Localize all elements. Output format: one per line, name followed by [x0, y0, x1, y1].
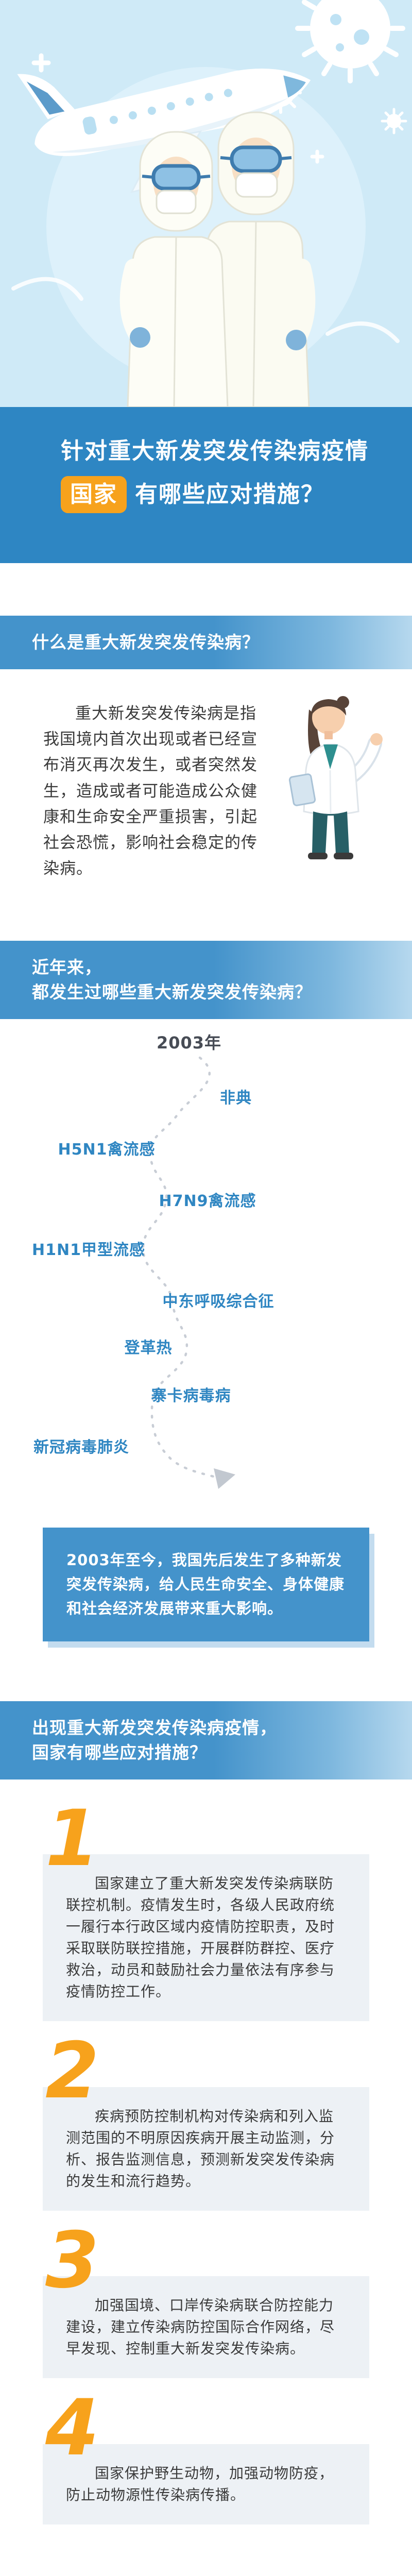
section-header-measures: 出现重大新发突发传染病疫情， 国家有哪些应对措施？ — [0, 1701, 412, 1780]
virus-small-icon — [381, 108, 407, 134]
definition-body-text: 重大新发突发传染病是指我国境内首次出现或者已经宣布消灭再次发生，或者突然发生，造… — [43, 704, 258, 878]
section-header-definition: 什么是重大新发突发传染病？ — [0, 616, 412, 669]
measure-number: 4 — [45, 2383, 99, 2473]
mask-icon — [156, 190, 197, 214]
title-highlight-pill: 国家 — [61, 476, 127, 513]
measure-item-4: 4 国家保护野生动物，加强动物防疫，防止动物源性传染病传播。 — [0, 2383, 412, 2524]
measure-item-2: 2 疾病预防控制机构对传染病和列入监测范围的不明原因疾病开展主动监测，分析、报告… — [0, 2026, 412, 2211]
measure-item-1: 1 国家建立了重大新发突发传染病联防联控机制。疫情发生时，各级人民政府统一履行本… — [0, 1793, 412, 2022]
timeline-item: 中东呼吸综合征 — [162, 1293, 274, 1311]
timeline-item: 非典 — [220, 1089, 252, 1108]
measure-number: 2 — [45, 2026, 99, 2116]
measure-number: 3 — [45, 2215, 99, 2306]
timeline-item: H5N1禽流感 — [58, 1141, 156, 1159]
history-summary-box: 2003年至今，我国先后发生了多种新发突发传染病，给人民生命安全、身体健康和社会… — [43, 1528, 369, 1641]
title-banner: 针对重大新发突发传染病疫情 国家 有哪些应对措施？ — [0, 407, 412, 563]
arrow-down-icon — [214, 1468, 235, 1489]
title-line1: 针对重大新发突发传染病疫情 — [61, 438, 369, 464]
definition-section: 重大新发突发传染病是指我国境内首次出现或者已经宣布消灭再次发生，或者突然发生，造… — [0, 669, 412, 898]
measure-text: 疾病预防控制机构对传染病和列入监测范围的不明原因疾病开展主动监测，分析、报告监测… — [43, 2087, 369, 2211]
clipboard-icon — [288, 773, 316, 806]
hero-illustration — [0, 0, 412, 407]
decorative-swoosh — [11, 277, 400, 343]
doctor-illustration — [277, 688, 385, 863]
goggles-icon — [230, 145, 282, 173]
timeline-item: 登革热 — [124, 1339, 173, 1358]
measure-text: 国家保护野生动物，加强动物防疫，防止动物源性传染病传播。 — [43, 2444, 369, 2524]
timeline-item: 新冠病毒肺炎 — [33, 1438, 129, 1457]
mask-icon — [235, 172, 278, 198]
timeline-start-label: 2003年 — [156, 1033, 222, 1053]
section-header-measures-line2: 国家有哪些应对措施？ — [32, 1742, 207, 1762]
section-header-definition-text: 什么是重大新发突发传染病？ — [32, 632, 260, 652]
virus-icon — [295, 0, 405, 83]
section-header-measures-line1: 出现重大新发突发传染病疫情， — [32, 1717, 277, 1738]
plus-icon — [31, 53, 324, 164]
measure-number: 1 — [45, 1793, 99, 1884]
goggles-icon — [151, 164, 201, 191]
medic-right — [201, 111, 316, 407]
section-header-history-line1: 近年来， — [32, 957, 102, 978]
timeline-item: 寨卡病毒病 — [151, 1387, 231, 1405]
timeline-item: H7N9禽流感 — [159, 1192, 256, 1211]
section-header-history-line2: 都发生过哪些重大新发突发传染病？ — [32, 982, 312, 1003]
measure-item-3: 3 加强国境、口岸传染病联合防控能力建设，建立传染病防控国际合作网络，尽早发现、… — [0, 2215, 412, 2379]
section-header-history: 近年来， 都发生过哪些重大新发突发传染病？ — [0, 941, 412, 1020]
measure-text: 加强国境、口岸传染病联合防控能力建设，建立传染病防控国际合作网络，尽早发现、控制… — [43, 2276, 369, 2379]
measure-text: 国家建立了重大新发突发传染病联防联控机制。疫情发生时，各级人民政府统一履行本行政… — [43, 1854, 369, 2022]
measures-list: 1 国家建立了重大新发突发传染病联防联控机制。疫情发生时，各级人民政府统一履行本… — [0, 1793, 412, 2524]
medic-left — [119, 131, 229, 407]
title-line2: 国家 有哪些应对措施？ — [61, 476, 391, 513]
disease-timeline: 2003年 非典 H5N1禽流感 H7N9禽流感 H1N1甲型流感 中东呼吸综合… — [0, 1019, 412, 1516]
timeline-item: H1N1甲型流感 — [32, 1241, 145, 1260]
medical-workers-illustration — [119, 111, 316, 407]
timeline-path — [142, 1056, 219, 1479]
title-line2-text: 有哪些应对措施？ — [135, 481, 324, 507]
